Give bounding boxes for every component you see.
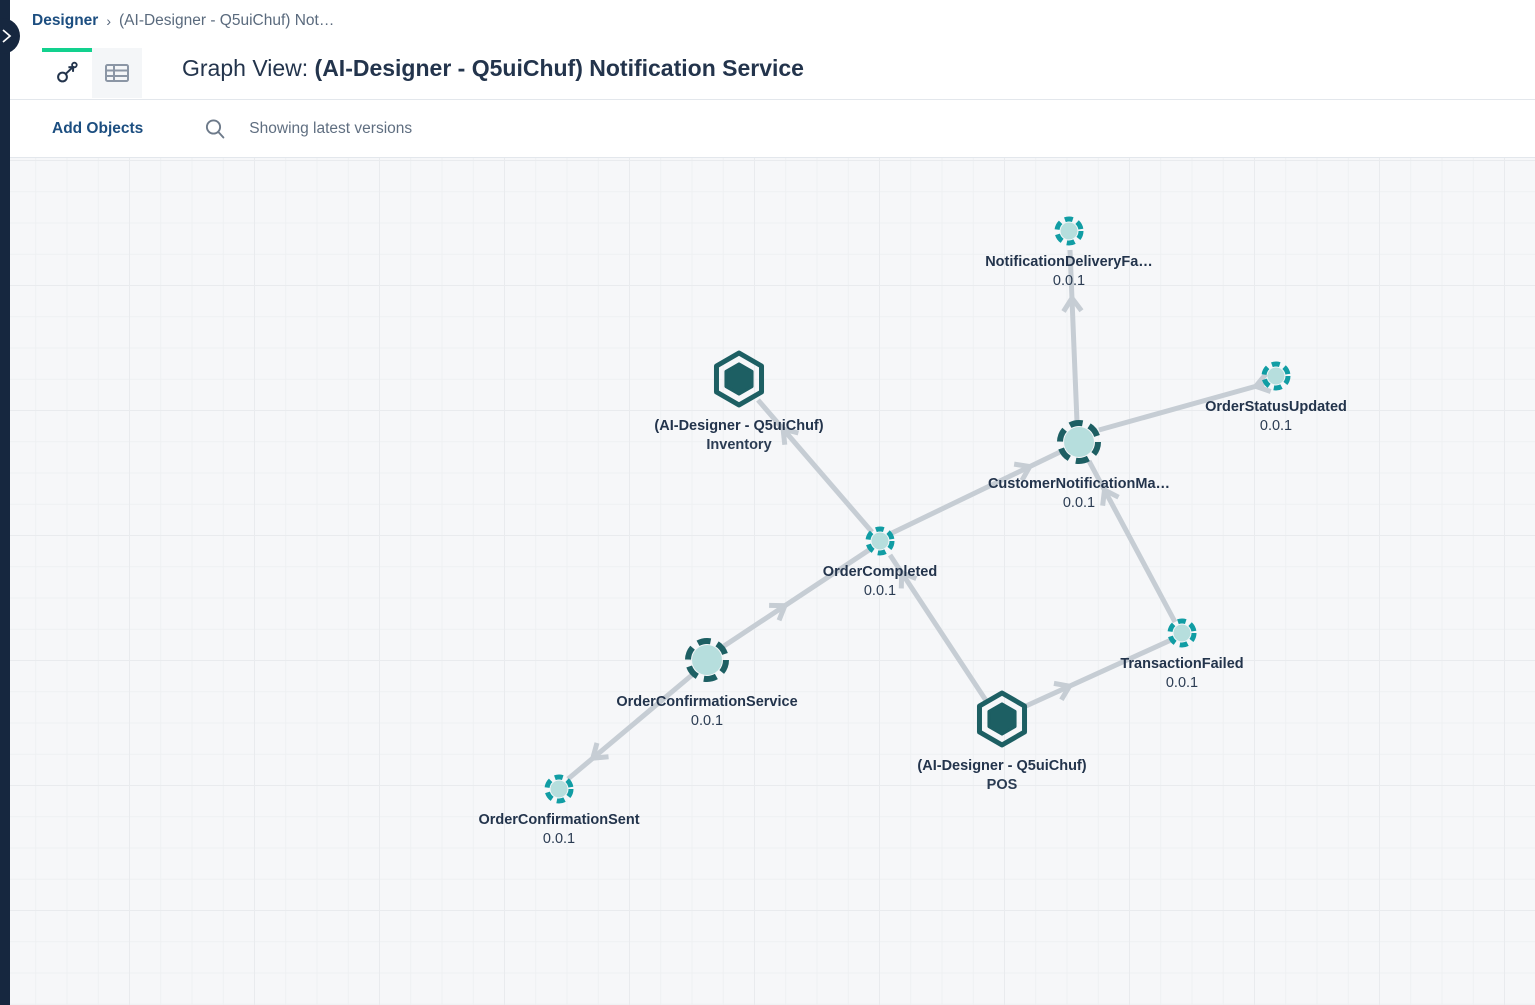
graph-edge: [722, 547, 871, 649]
graph-edges-layer: [566, 249, 1272, 781]
graph-edge: [1061, 249, 1084, 423]
page-title-prefix: Graph View:: [182, 55, 315, 81]
breadcrumb-current: (AI-Designer - Q5uiChuf) Not…: [119, 12, 335, 29]
node-circle-fill: [1064, 427, 1094, 457]
edge-line: [1086, 459, 1178, 624]
chevron-right-icon: [1, 29, 11, 43]
node-circle-fill: [550, 780, 568, 798]
edge-arrowhead-icon: [769, 602, 789, 622]
graph-node[interactable]: [976, 690, 1028, 748]
graph-svg: [544, 216, 1291, 804]
node-circle-ring-icon: [1261, 361, 1291, 391]
node-circle-fill: [1060, 222, 1078, 240]
table-icon: [105, 64, 129, 82]
graph-icon: [57, 61, 78, 83]
node-circle-ring-icon: [1167, 618, 1197, 648]
edge-line: [1098, 381, 1265, 433]
graph-node[interactable]: [1054, 216, 1084, 246]
edge-line: [1067, 249, 1080, 423]
edge-arrowhead-icon: [589, 742, 609, 762]
edge-arrowhead-icon: [780, 425, 800, 446]
edge-line: [887, 553, 990, 704]
edge-line: [1024, 637, 1173, 709]
page-title: Graph View: (AI-Designer - Q5uiChuf) Not…: [182, 55, 804, 82]
graph-node[interactable]: [1167, 618, 1197, 648]
node-hexagon-outline-icon: [713, 350, 765, 408]
edge-arrowhead-icon: [1061, 293, 1084, 313]
node-circle-ring-icon: [544, 774, 574, 804]
left-nav-rail: [0, 0, 20, 1005]
graph-node[interactable]: [544, 774, 574, 804]
node-hexagon-fill-icon: [987, 702, 1017, 736]
graph-edge: [1098, 372, 1272, 433]
graph-node[interactable]: [685, 638, 729, 682]
tab-table-view[interactable]: [92, 48, 142, 98]
expand-sidebar-button[interactable]: [0, 18, 20, 54]
edge-arrowhead-icon: [1013, 461, 1034, 482]
node-circle-fill: [692, 645, 722, 675]
search-icon: [206, 118, 225, 138]
node-circle-fill: [1173, 624, 1191, 642]
edge-line: [566, 673, 694, 781]
add-objects-button[interactable]: Add Objects: [52, 119, 144, 137]
node-circle-ring-icon: [865, 526, 895, 556]
graph-node[interactable]: [713, 350, 765, 408]
breadcrumb-separator-icon: ›: [106, 13, 112, 29]
version-filter-status: Showing latest versions: [249, 119, 413, 137]
node-circle-ring-icon: [1054, 216, 1084, 246]
node-circle-fill: [871, 532, 889, 550]
graph-edge: [1086, 459, 1178, 624]
graph-toolbar: Add Objects Showing latest versions: [10, 100, 1535, 157]
graph-nodes-layer: [544, 216, 1291, 804]
edge-arrowhead-icon: [1053, 680, 1074, 702]
toolbar-divider: [10, 157, 1535, 158]
graph-node[interactable]: [865, 526, 895, 556]
header-divider: [10, 99, 1535, 100]
edge-arrowhead-icon: [1251, 372, 1272, 394]
tab-graph-view[interactable]: [42, 48, 92, 98]
page-title-name: (AI-Designer - Q5uiChuf) Notification Se…: [314, 55, 804, 81]
graph-edge: [890, 449, 1062, 536]
edge-line: [722, 547, 871, 649]
edge-arrowhead-icon: [1100, 486, 1120, 506]
graph-edge: [1024, 637, 1173, 709]
graph-edge: [756, 398, 874, 534]
view-tabs: [42, 48, 142, 98]
graph-node[interactable]: [1057, 420, 1101, 464]
edge-line: [890, 449, 1062, 536]
search-button[interactable]: [203, 117, 227, 141]
edge-arrowhead-icon: [898, 568, 918, 589]
node-circle-fill: [1267, 367, 1285, 385]
node-hexagon-outline-icon: [976, 690, 1028, 748]
graph-node[interactable]: [1261, 361, 1291, 391]
node-circle-ring-icon: [685, 638, 729, 682]
node-hexagon-fill-icon: [724, 362, 754, 396]
edge-line: [756, 398, 874, 534]
breadcrumb-root-link[interactable]: Designer: [32, 12, 99, 29]
breadcrumb: Designer › (AI-Designer - Q5uiChuf) Not…: [32, 12, 334, 30]
node-circle-ring-icon: [1057, 420, 1101, 464]
graph-edge: [887, 553, 990, 704]
graph-edge: [566, 673, 694, 781]
page-header: Designer › (AI-Designer - Q5uiChuf) Not…: [10, 0, 1535, 99]
